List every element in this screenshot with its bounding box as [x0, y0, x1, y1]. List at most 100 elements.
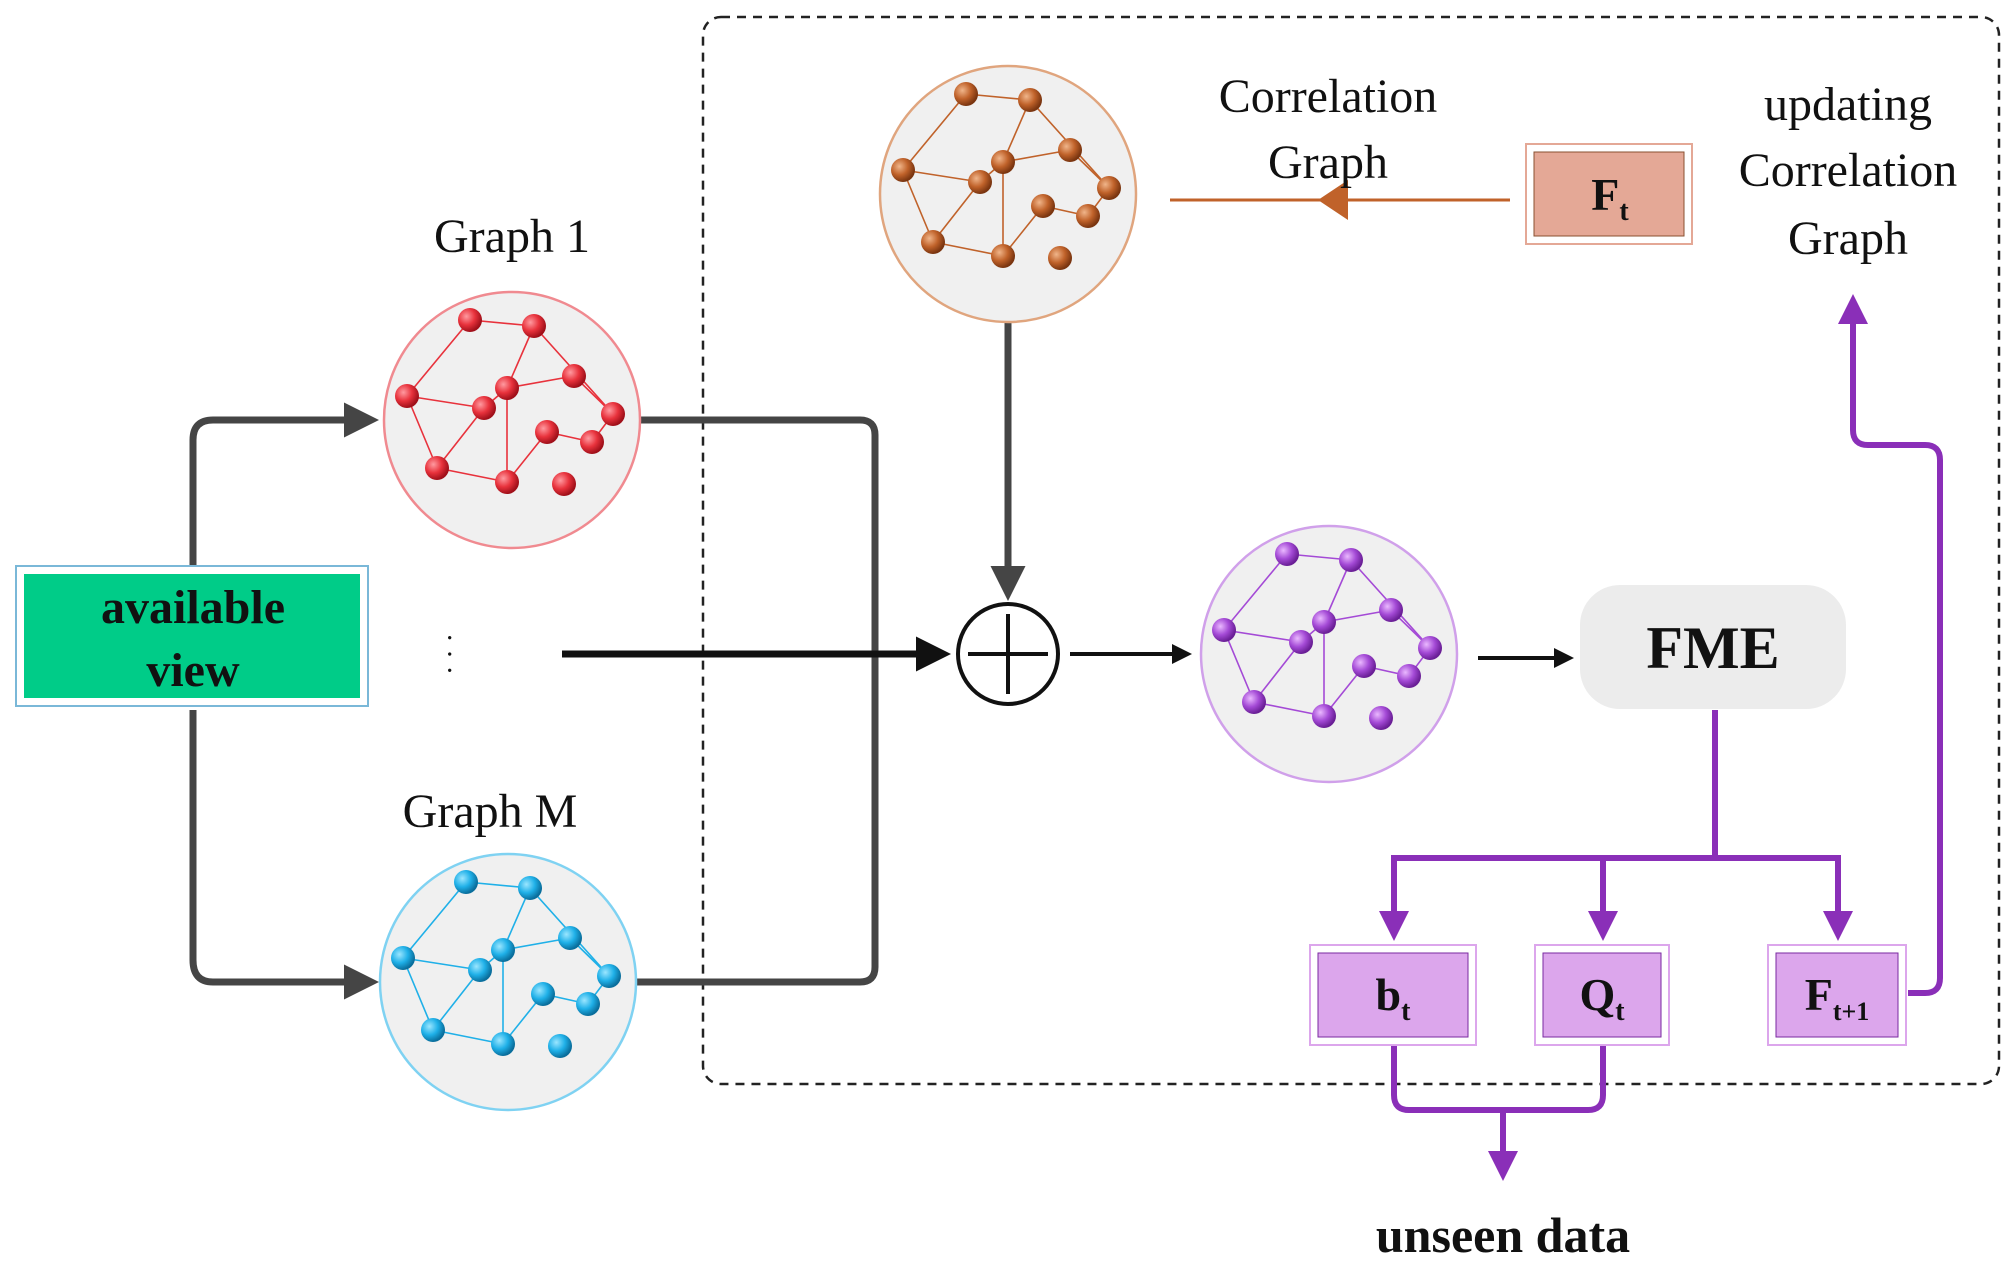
- graph-1-node: [522, 314, 546, 338]
- svg-text:Ft: Ft: [1591, 169, 1629, 227]
- graph-1-node: [535, 420, 559, 444]
- graph-m-edge: [402, 881, 467, 959]
- fused-graph-edge: [1223, 629, 1255, 703]
- correlation-graph-node: [1097, 176, 1121, 200]
- fme-label: FME: [1646, 615, 1779, 681]
- graph-m-circle: [378, 852, 638, 1112]
- graph-1-label: Graph 1: [434, 210, 590, 263]
- arrow-bt-to-unseen: [1391, 1042, 1518, 1181]
- correlation-graph-edge: [902, 169, 981, 183]
- svg-text:bt: bt: [1376, 969, 1412, 1027]
- graph-m-edge: [402, 957, 434, 1031]
- graph-1-node: [562, 364, 586, 388]
- graph-1-node: [425, 456, 449, 480]
- correlation-graph-node: [1076, 204, 1100, 228]
- graph-1-node: [495, 470, 519, 494]
- correlation-graph-node: [1031, 194, 1055, 218]
- correlation-graph-label-line1: Correlation: [1219, 70, 1438, 123]
- graph-1-network: [395, 308, 625, 496]
- q-t-base: Q: [1579, 969, 1615, 1020]
- fused-graph-node: [1397, 664, 1421, 688]
- graph-m-label: Graph M: [403, 785, 578, 838]
- graph-m-node: [576, 992, 600, 1016]
- correlation-graph-node: [921, 230, 945, 254]
- graph-1-node: [552, 472, 576, 496]
- fused-graph-node: [1379, 598, 1403, 622]
- graph-m-node: [468, 958, 492, 982]
- correlation-graph-node: [1018, 88, 1042, 112]
- graph-m-network: [391, 870, 621, 1058]
- graph-m-node: [597, 964, 621, 988]
- b-t-base: b: [1376, 969, 1402, 1020]
- b-t-sub: t: [1401, 996, 1411, 1027]
- f-t-box: Ft: [1525, 143, 1693, 245]
- graph-1-node: [395, 384, 419, 408]
- dashed-region: [701, 15, 2001, 1086]
- available-view-box: available view: [15, 565, 369, 707]
- fused-graph-node: [1242, 690, 1266, 714]
- graph-nodes: [391, 82, 1442, 1058]
- fused-graph-node: [1212, 618, 1236, 642]
- arrow-view-to-graph1: [189, 402, 379, 570]
- graph-1-node: [601, 402, 625, 426]
- graph-m-node: [454, 870, 478, 894]
- correlation-graph-node: [1048, 246, 1072, 270]
- q-t-box: Qt: [1534, 944, 1670, 1046]
- graph-m-node: [548, 1034, 572, 1058]
- ellipsis-label: · · ·: [433, 633, 464, 675]
- graph-1-edge: [406, 395, 438, 469]
- fused-graph-edge: [1253, 641, 1302, 703]
- correlation-graph-label-line2: Graph: [1268, 136, 1388, 189]
- graph-1-edge: [436, 407, 485, 469]
- fused-graph-node: [1352, 654, 1376, 678]
- graph-m-node: [391, 946, 415, 970]
- available-view-label-line2: view: [146, 644, 240, 697]
- graph-m-node: [491, 938, 515, 962]
- correlation-graph-node: [991, 244, 1015, 268]
- arrow-update-correlation: [1838, 294, 1943, 996]
- fused-graph-node: [1418, 636, 1442, 660]
- f-t1-base: F: [1805, 969, 1833, 1020]
- fme-box: FME: [1580, 585, 1846, 709]
- correlation-graph-circle: [878, 64, 1138, 324]
- fused-graph-node: [1275, 542, 1299, 566]
- correlation-graph-node: [1058, 138, 1082, 162]
- updating-label-line1: updating: [1764, 78, 1932, 131]
- correlation-graph-node: [991, 150, 1015, 174]
- b-t-box: bt: [1309, 944, 1477, 1046]
- fused-graph-edge: [1223, 553, 1288, 631]
- correlation-graph-node: [954, 82, 978, 106]
- arrow-qt-to-unseen: [1503, 1042, 1606, 1113]
- correlation-graph-network: [891, 82, 1121, 270]
- graph-m-node: [531, 982, 555, 1006]
- correlation-graph-edge: [902, 93, 967, 171]
- graph-1-edge: [406, 319, 471, 397]
- svg-text:Ft+1: Ft+1: [1805, 969, 1870, 1026]
- updating-label-line3: Graph: [1788, 212, 1908, 265]
- unseen-data-label: unseen data: [1376, 1207, 1630, 1263]
- fused-graph-node: [1339, 548, 1363, 572]
- graph-m-node: [491, 1032, 515, 1056]
- arrow-view-to-graphm: [189, 710, 379, 1000]
- available-view-label-line1: available: [101, 581, 285, 634]
- graph-m-node: [518, 876, 542, 900]
- fused-graph-network: [1212, 542, 1442, 730]
- graph-1-circle: [382, 290, 642, 550]
- correlation-graph-edge: [932, 181, 981, 243]
- graph-1-node: [580, 430, 604, 454]
- graph-m-edge: [402, 957, 481, 971]
- fused-graph-node: [1289, 630, 1313, 654]
- f-t-sub: t: [1619, 196, 1629, 227]
- graph-1-edge: [406, 395, 485, 409]
- graph-m-node: [558, 926, 582, 950]
- graph-m-node: [421, 1018, 445, 1042]
- graph-1-node: [495, 376, 519, 400]
- q-t-sub: t: [1615, 996, 1625, 1027]
- correlation-graph-node: [891, 158, 915, 182]
- f-t-base: F: [1591, 169, 1619, 220]
- graph-1-node: [472, 396, 496, 420]
- fused-graph-circle: [1199, 524, 1459, 784]
- f-t1-sub: t+1: [1833, 997, 1869, 1026]
- sum-operator: [956, 602, 1060, 706]
